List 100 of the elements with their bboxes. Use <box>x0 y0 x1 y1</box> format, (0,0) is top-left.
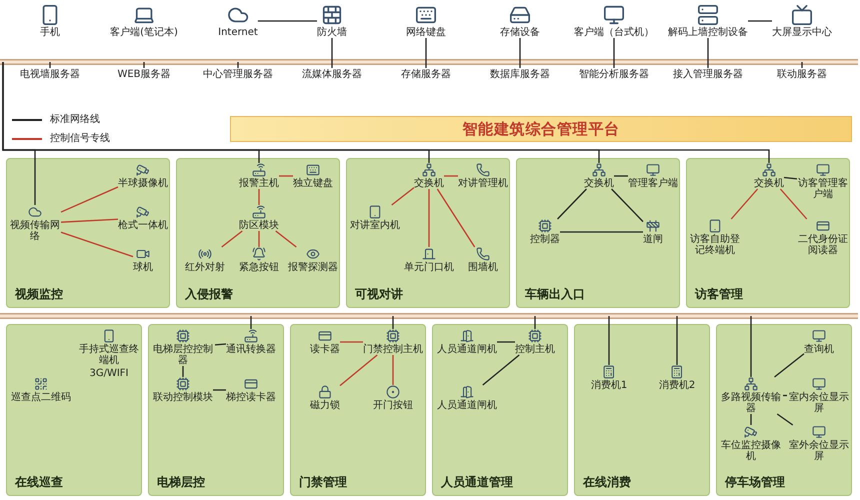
device-label: 紧急按钮 <box>239 262 279 273</box>
device-label: 客户端(笔记本) <box>110 27 178 38</box>
zone-title: 视频监控 <box>15 286 63 303</box>
signal-cable <box>391 187 414 206</box>
device-label: 智能分析服务器 <box>579 69 649 80</box>
device-label: 大屏显示中心 <box>772 27 832 38</box>
device-label: 多路视频传输器 <box>720 392 782 414</box>
device-label: 联动控制模块 <box>153 392 213 403</box>
device-label: 电梯层控控制器 <box>152 344 214 366</box>
legend-label: 控制信号专线 <box>50 132 110 146</box>
network-cable <box>331 62 333 68</box>
device-label: 人员通道闸机 <box>437 344 497 355</box>
device-label: WEB服务器 <box>117 69 171 80</box>
zone-panel <box>432 324 568 496</box>
device-label: 室外余位显示屏 <box>788 440 850 462</box>
signal-cable <box>780 188 808 220</box>
device-label: 消费机1 <box>590 380 628 391</box>
network-cable <box>250 316 252 329</box>
zone-title: 人员通道管理 <box>441 474 513 491</box>
device-label: 查询机 <box>804 344 834 355</box>
device-label: 防火墙 <box>317 27 347 38</box>
device-label: 巡查点二维码 <box>11 392 71 403</box>
network-cable <box>613 38 615 62</box>
device-label: 磁力锁 <box>310 400 340 411</box>
signal-cable <box>392 355 394 385</box>
device-label: 电视墙服务器 <box>20 69 80 80</box>
device-label: 二代身份证阅读器 <box>797 234 849 256</box>
device-label: 交换机 <box>584 178 614 189</box>
network-cable <box>557 188 587 220</box>
network-cable <box>750 316 752 377</box>
device-label: 中心管理服务器 <box>203 69 273 80</box>
network-cable <box>237 62 239 68</box>
zone-title: 电梯层控 <box>157 474 205 491</box>
zone-title: 访客管理 <box>695 286 743 303</box>
device-label: 控制器 <box>530 234 560 245</box>
device-label: 手机 <box>40 27 60 38</box>
device-label: 人员通道闸机 <box>437 400 497 411</box>
device-label: 交换机 <box>754 178 784 189</box>
network-cable <box>801 62 803 68</box>
signal-cable <box>340 341 363 343</box>
zone-panel <box>148 324 284 496</box>
device-label: 存储设备 <box>500 27 540 38</box>
signal-cable <box>730 188 758 220</box>
device-label: 报警主机 <box>239 178 279 189</box>
device-label: 读卡器 <box>310 344 340 355</box>
zone-title: 入侵报警 <box>185 286 233 303</box>
network-cable <box>534 316 536 329</box>
network-cable <box>519 62 521 68</box>
zone-panel <box>346 158 510 308</box>
network-cable <box>707 38 709 62</box>
device-label: 枪式一体机 <box>118 220 168 231</box>
zone-title: 在线消费 <box>583 474 631 491</box>
device-label: 消费机2 <box>658 380 696 391</box>
device-label: 围墙机 <box>468 262 498 273</box>
network-cable <box>49 62 51 68</box>
device-label: Internet <box>218 27 258 38</box>
device-label: 联动服务器 <box>777 69 827 80</box>
network-cable <box>182 366 184 377</box>
device-label: 客户端（台式机） <box>574 27 654 38</box>
device-label: 半球摄像机 <box>118 178 168 189</box>
device-label: 通讯转换器 <box>226 344 276 355</box>
device-label: 管理客户端 <box>628 178 678 189</box>
network-cable <box>425 62 427 68</box>
network-cable <box>560 231 643 233</box>
signal-cable <box>60 218 118 223</box>
device-label: 接入管理服务器 <box>673 69 743 80</box>
platform-title: 智能建筑综合管理平台 <box>462 118 620 140</box>
network-cable <box>614 175 628 177</box>
zone-title: 可视对讲 <box>355 286 403 303</box>
device-label: 车位监控摄像机 <box>720 440 782 462</box>
device-label: 手持式巡查终端机 <box>78 344 140 366</box>
network-cable <box>707 62 709 68</box>
device-label: 单元门口机 <box>404 262 454 273</box>
zone-panel <box>574 324 710 496</box>
signal-cable <box>340 354 378 386</box>
zone-panel <box>6 324 142 496</box>
device-label: 对讲管理机 <box>458 178 508 189</box>
device-label: 道闸 <box>643 234 663 245</box>
device-label: 对讲室内机 <box>350 220 400 231</box>
network-cable <box>425 38 427 62</box>
device-label: 流媒体服务器 <box>302 69 362 80</box>
network-cable <box>776 413 794 426</box>
signal-cable <box>279 175 293 177</box>
device-label: 室内余位显示屏 <box>788 392 850 414</box>
platform-band <box>230 116 852 142</box>
network-cable <box>748 20 772 22</box>
signal-cable <box>221 230 243 248</box>
network-cable <box>497 341 515 343</box>
device-label: 访客管理客户端 <box>797 178 849 200</box>
device-label: 红外对射 <box>185 262 225 273</box>
signal-cable <box>275 230 297 248</box>
network-cable <box>143 62 145 68</box>
zone-panel <box>6 158 170 308</box>
network-cable <box>213 389 226 391</box>
network-cable <box>613 62 615 68</box>
network-cable <box>750 414 752 425</box>
device-label: 门禁控制主机 <box>363 344 423 355</box>
wireless-label: 3G/WIFI <box>89 368 129 379</box>
network-cable <box>214 343 226 346</box>
network-cable <box>774 353 804 378</box>
